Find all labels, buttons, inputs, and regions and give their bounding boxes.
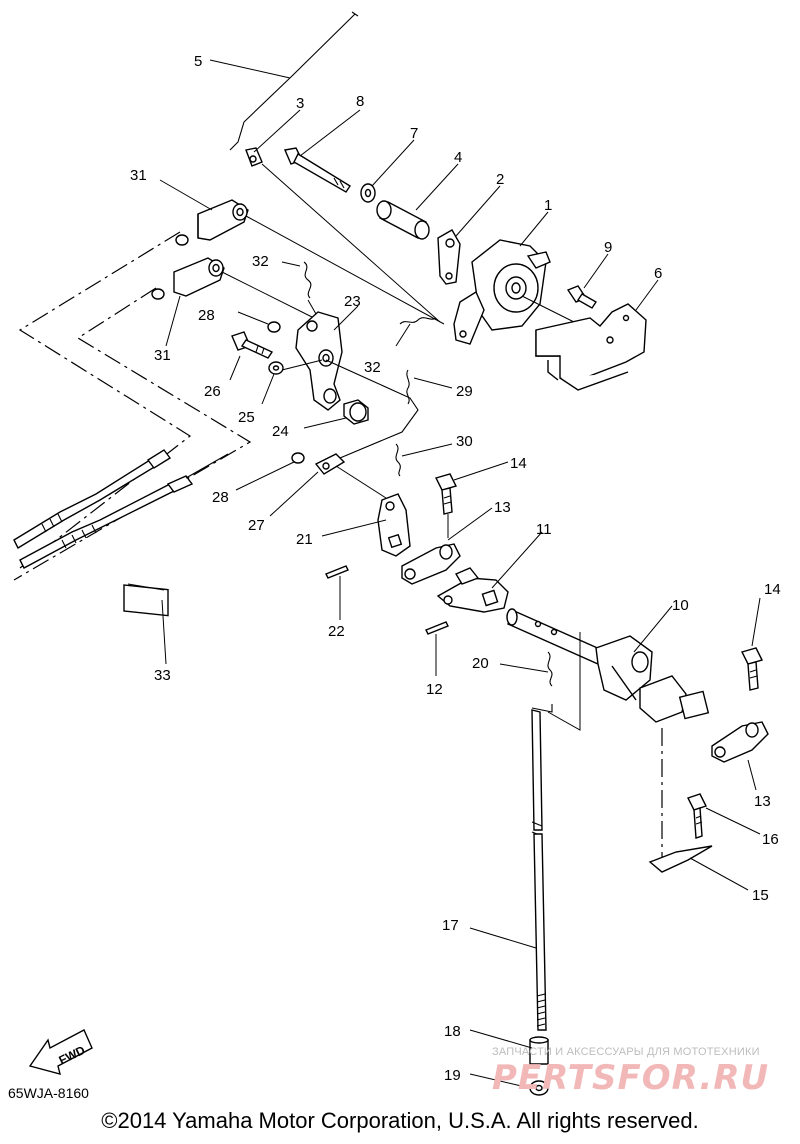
callout-22: 22 — [328, 623, 345, 640]
callout-numbers: 5 3 8 7 4 2 1 9 6 31 31 32 32 23 28 26 2… — [130, 53, 781, 1084]
callout-19: 19 — [444, 1067, 461, 1084]
callout-32-upper: 32 — [252, 253, 269, 270]
label-part-33 — [123, 583, 169, 617]
callout-4: 4 — [454, 149, 462, 166]
pin-part-12 — [425, 621, 449, 635]
callout-32-lower: 32 — [364, 359, 381, 376]
callout-27: 27 — [248, 517, 265, 534]
callout-31-upper: 31 — [130, 167, 147, 184]
callout-12: 12 — [426, 681, 443, 698]
callout-23: 23 — [344, 293, 361, 310]
leader-lines — [159, 59, 761, 1089]
callout-33: 33 — [154, 667, 171, 684]
callout-6: 6 — [654, 265, 662, 282]
nut-31a — [175, 234, 189, 246]
bolt-part-14-upper — [434, 473, 458, 515]
callout-29: 29 — [456, 383, 473, 400]
watermark-logo: PERTSFOR.RU — [492, 1058, 770, 1098]
callout-5: 5 — [194, 53, 202, 70]
clip-part-32-upper — [303, 261, 312, 299]
callout-9: 9 — [604, 239, 612, 256]
callout-28-lower: 28 — [212, 489, 229, 506]
guide-line-31a — [245, 215, 445, 325]
callout-8: 8 — [356, 93, 364, 110]
bolt-part-14-right — [740, 647, 764, 691]
callout-7: 7 — [410, 125, 418, 142]
copyright-notice: ©2014 Yamaha Motor Corporation, U.S.A. A… — [101, 1108, 699, 1133]
bolt-part-8 — [284, 147, 351, 193]
link-part-3 — [245, 147, 263, 167]
cable-assembly — [13, 231, 252, 581]
clamp-part-13-upper — [401, 543, 461, 585]
joint-part-11 — [436, 567, 509, 613]
callout-14-upper: 14 — [510, 455, 527, 472]
callout-15: 15 — [752, 887, 769, 904]
callout-21: 21 — [296, 531, 313, 548]
clip-part-20 — [547, 651, 553, 687]
callout-30: 30 — [456, 433, 473, 450]
rod-part-5 — [229, 11, 359, 151]
callout-26: 26 — [204, 383, 221, 400]
callout-16: 16 — [762, 831, 779, 848]
callout-1: 1 — [544, 197, 552, 214]
washer-part-28-upper — [267, 321, 281, 333]
collar-part-24 — [343, 399, 369, 425]
bolt-part-26 — [231, 331, 274, 359]
nut-31b — [151, 288, 165, 300]
cam-part-1 — [453, 239, 551, 345]
rod-part-17 — [531, 704, 553, 1031]
bolt-part-16 — [687, 793, 707, 839]
callout-28-upper: 28 — [198, 307, 215, 324]
callout-18: 18 — [444, 1023, 461, 1040]
clip-part-30 — [395, 443, 401, 477]
callout-20: 20 — [472, 655, 489, 672]
watermark-subtitle: ЗАПЧАСТИ И АКСЕССУАРЫ ДЛЯ МОТОТЕХНИКИ — [492, 1046, 760, 1058]
guide-line-3 — [261, 163, 441, 323]
callout-2: 2 — [496, 171, 504, 188]
bracket-part-6 — [535, 303, 647, 391]
guide-line-31b — [221, 271, 315, 319]
callout-14-right: 14 — [764, 581, 781, 598]
callout-25: 25 — [238, 409, 255, 426]
washer-part-28-lower — [291, 452, 305, 464]
lever-part-21 — [377, 493, 411, 557]
link-rod — [325, 359, 419, 459]
callout-11: 11 — [536, 521, 552, 538]
sleeve-part-18 — [529, 1036, 549, 1065]
callout-10: 10 — [672, 597, 689, 614]
rod-end-part-27 — [314, 453, 346, 475]
plate-part-15 — [648, 845, 713, 873]
bracket-part-2 — [437, 229, 461, 285]
joint-part-31-upper — [197, 199, 249, 241]
clamp-part-13-right — [711, 721, 769, 763]
callout-13-upper: 13 — [494, 499, 511, 516]
callout-31-lower: 31 — [154, 347, 171, 364]
pin-part-22 — [325, 565, 349, 579]
callout-3: 3 — [296, 95, 304, 112]
shaft-part-10 — [506, 608, 710, 723]
diagram-code: 65WJA-8160 — [8, 1085, 89, 1101]
callout-24: 24 — [272, 423, 289, 440]
callout-13-right: 13 — [754, 793, 771, 810]
joint-part-31-lower — [173, 257, 225, 297]
collar-part-4 — [376, 200, 430, 240]
fwd-arrow-icon: FWD — [28, 1029, 93, 1075]
callout-17: 17 — [442, 917, 459, 934]
bolt-part-9 — [566, 285, 597, 309]
guide-line-10 — [547, 632, 581, 731]
clip-part-32-lower — [399, 317, 437, 325]
